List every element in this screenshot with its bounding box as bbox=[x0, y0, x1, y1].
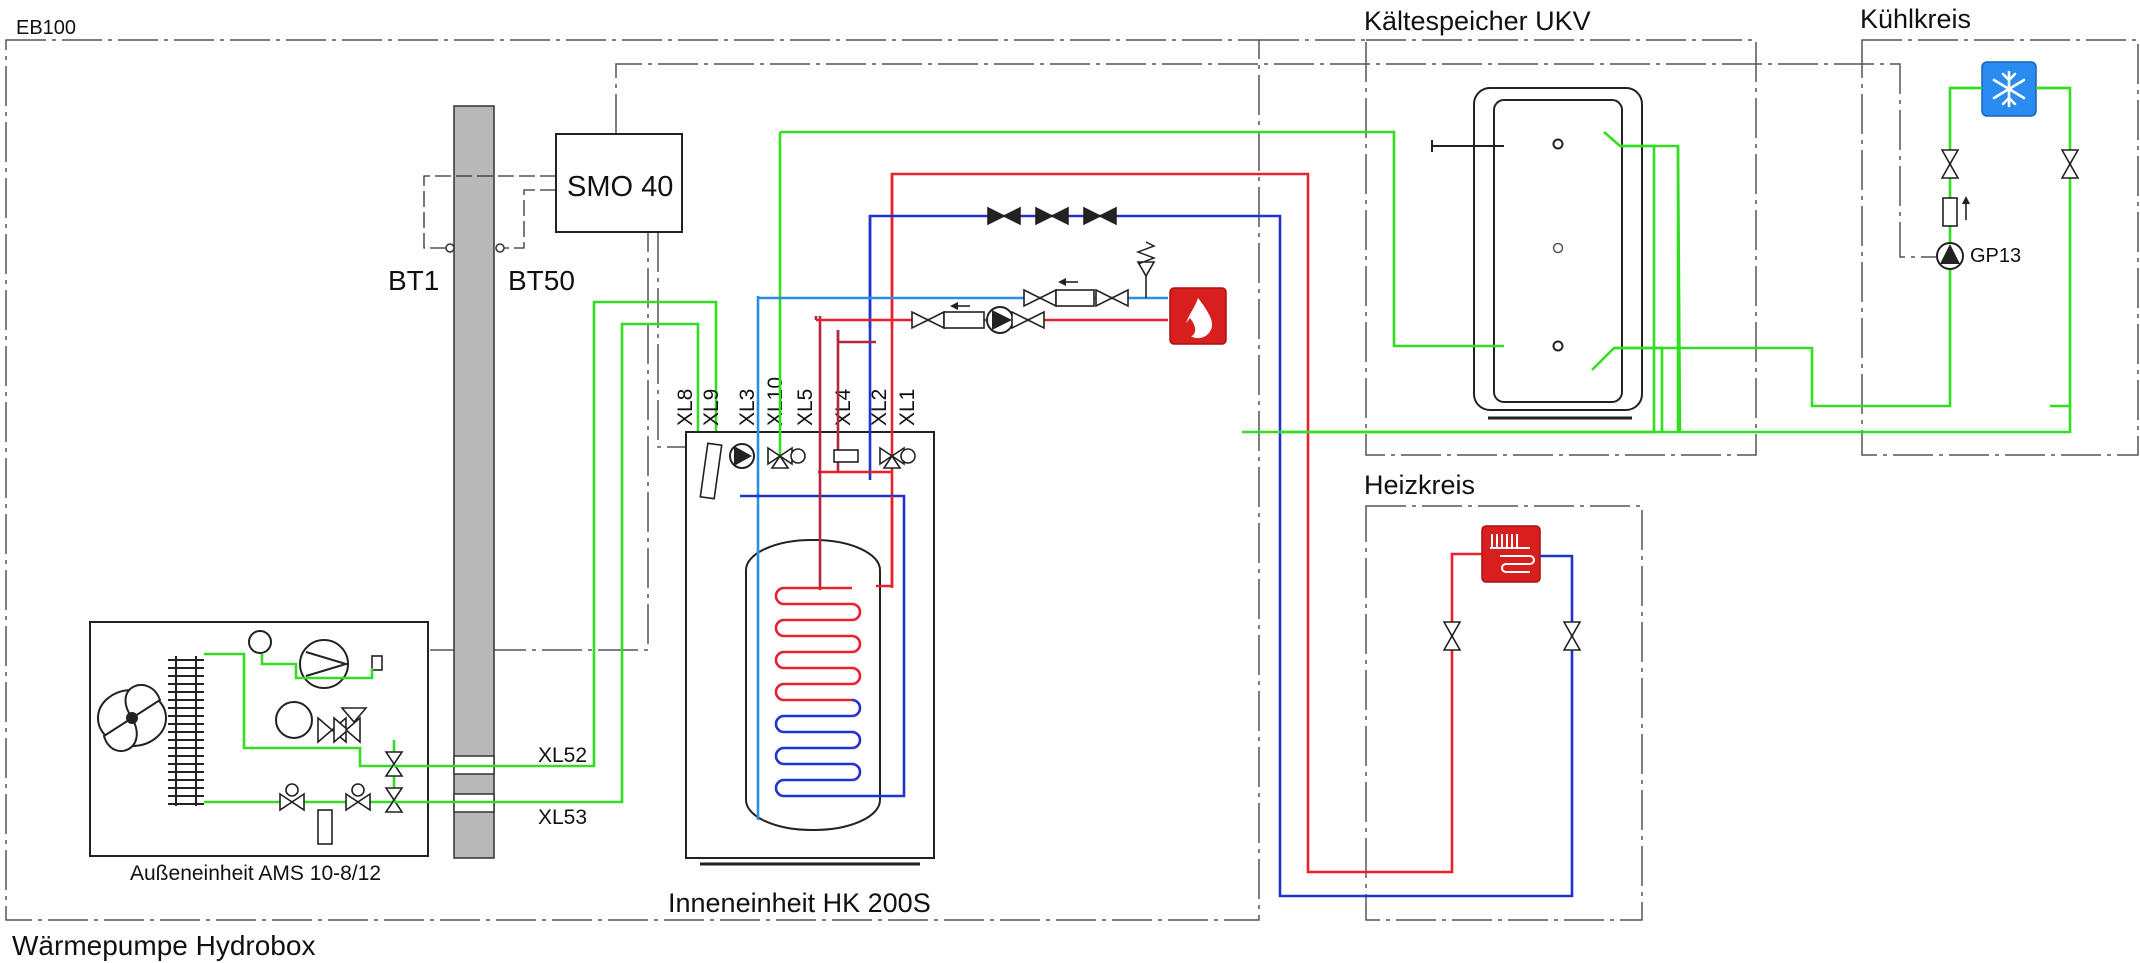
eb100-frame bbox=[5, 39, 1260, 921]
mixing-valve-2-icon bbox=[879, 446, 916, 469]
connection-label: XL2 bbox=[868, 389, 891, 426]
outdoor-valve-1 bbox=[279, 783, 305, 812]
indoor-unit-label: Inneneinheit HK 200S bbox=[668, 888, 931, 918]
connection-labels: XL8 XL9 XL3 XL10 XL5 XL4 XL2 XL1 bbox=[674, 377, 919, 426]
connection-label: XL4 bbox=[832, 388, 855, 426]
shutoff-valves-top bbox=[987, 206, 1117, 226]
cold-storage-tank bbox=[1431, 87, 1643, 420]
snowflake-icon bbox=[1981, 61, 2037, 117]
bt50-sensor-line bbox=[498, 189, 556, 249]
xl52-line bbox=[394, 300, 718, 768]
ukv-green-top-out-2 bbox=[1620, 144, 1656, 432]
smo40-controller bbox=[555, 133, 683, 233]
evaporator-coil bbox=[168, 656, 204, 806]
connection-label: XL5 bbox=[794, 389, 817, 426]
xl2-top-blue bbox=[868, 214, 1574, 898]
ukv-green-right bbox=[1676, 145, 2072, 434]
xl1-top-red bbox=[890, 172, 1454, 874]
bt1-label: BT1 bbox=[388, 265, 439, 296]
gp13-label: GP13 bbox=[1970, 245, 2021, 267]
compressor-icon bbox=[299, 639, 349, 689]
heating-coil-red bbox=[774, 586, 862, 702]
filter-indoor-icon bbox=[833, 449, 859, 463]
cold-storage-label: Kältespeicher UKV bbox=[1364, 6, 1591, 36]
heating-red-up bbox=[1450, 552, 1482, 566]
heating-circuit-frame bbox=[1365, 505, 1643, 921]
cooling-circuit-frame bbox=[1861, 39, 2139, 456]
radiator-icon bbox=[1481, 525, 1541, 583]
connection-label: XL10 bbox=[764, 377, 787, 426]
outdoor-unit-label: Außeneinheit AMS 10-8/12 bbox=[130, 862, 381, 885]
outdoor-valve-4 bbox=[384, 787, 404, 813]
mixing-valve-icon bbox=[767, 446, 806, 469]
cooling-filter-icon bbox=[1942, 197, 1958, 227]
gp13-pump-icon bbox=[1936, 242, 1964, 270]
heating-coil-blue bbox=[774, 698, 862, 798]
outdoor-unit: Außeneinheit AMS 10-8/12 bbox=[89, 621, 429, 885]
signal-line-top bbox=[615, 63, 1944, 258]
heating-valve-left bbox=[1442, 621, 1462, 651]
cold-storage-frame bbox=[1365, 39, 1757, 456]
outdoor-refrigerant-line-1 bbox=[204, 652, 394, 768]
cooling-circuit-label: Kühlkreis bbox=[1860, 4, 1971, 34]
signal-line-outdoor bbox=[430, 232, 649, 651]
eb100-label: EB100 bbox=[16, 17, 76, 39]
bt1-sensor-line bbox=[423, 175, 556, 249]
outdoor-refrigerant-line-2 bbox=[260, 654, 374, 680]
heating-valve-right bbox=[1562, 621, 1582, 651]
bt50-sensor bbox=[495, 243, 505, 253]
heat-source-valves bbox=[911, 241, 1157, 334]
outdoor-valve-3 bbox=[384, 751, 404, 777]
fan-icon bbox=[97, 683, 167, 753]
outdoor-valve-2 bbox=[345, 783, 371, 812]
xl52-label: XL52 bbox=[538, 744, 587, 767]
bt1-sensor bbox=[445, 243, 455, 253]
connection-label: XL9 bbox=[700, 389, 723, 426]
sight-glass-icon bbox=[317, 809, 333, 845]
wall-bar bbox=[453, 105, 495, 859]
heat-meter-icon bbox=[699, 442, 723, 500]
heating-circuit-label: Heizkreis bbox=[1364, 470, 1475, 500]
connection-label: XL3 bbox=[736, 389, 759, 426]
cooling-valve-right bbox=[2060, 149, 2080, 179]
receiver-icon bbox=[248, 630, 272, 654]
filter-icon bbox=[371, 655, 383, 671]
page-title: Wärmepumpe Hydrobox bbox=[12, 930, 315, 961]
bt50-label: BT50 bbox=[508, 265, 575, 296]
xl53-label: XL53 bbox=[538, 806, 587, 829]
heating-blue-up bbox=[1540, 554, 1574, 566]
heat-exchanger-icon bbox=[275, 701, 313, 739]
flame-drop-icon bbox=[1169, 287, 1227, 345]
xl53-line bbox=[394, 322, 700, 804]
inner-red-coil-link bbox=[876, 496, 894, 588]
inner-blue-return bbox=[740, 494, 906, 798]
connection-label: XL8 bbox=[674, 389, 697, 426]
cooling-valve-left bbox=[1940, 149, 1960, 179]
smo40-label: SMO 40 bbox=[567, 171, 673, 203]
ukv-green-xl10 bbox=[780, 130, 1504, 348]
connection-label: XL1 bbox=[896, 389, 919, 426]
